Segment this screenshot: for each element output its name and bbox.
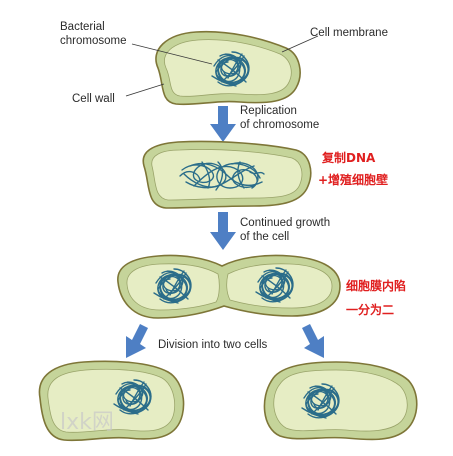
label-of-chromosome: of chromosome <box>240 119 320 131</box>
cell-3-cytoplasm-right <box>226 263 333 309</box>
leader-chromosome <box>131 43 213 65</box>
arrow-division-right <box>302 324 324 358</box>
cell-1-cytoplasm <box>164 39 292 97</box>
arrow-replication <box>210 106 236 142</box>
watermark: lxk网 <box>60 410 114 435</box>
annotation-membrane-invagination: 细胞膜内陷 <box>346 279 407 293</box>
label-of-the-cell: of the cell <box>240 231 290 243</box>
arrow-division-left <box>126 324 148 358</box>
cell-3-cytoplasm-left <box>126 263 220 311</box>
arrow-growth <box>210 212 236 250</box>
label-cell-wall: Cell wall <box>72 93 115 105</box>
daughter-cell-right-cytoplasm <box>273 369 408 432</box>
annotation-split-in-two: 一分为二 <box>346 303 395 317</box>
label-cell-membrane: Cell membrane <box>310 27 388 39</box>
label-division: Division into two cells <box>158 339 268 351</box>
leader-wall <box>125 83 165 97</box>
leader-membrane <box>281 35 319 53</box>
label-chromosome: chromosome <box>60 35 127 47</box>
annotation-cell-wall-growth: +增殖细胞壁 <box>318 173 389 187</box>
label-continued-growth: Continued growth <box>240 217 331 229</box>
annotation-replicate-dna: 复制DNA <box>322 151 376 165</box>
label-replication: Replication <box>240 105 297 117</box>
daughter-cell-left-cytoplasm <box>47 368 176 433</box>
label-bacterial: Bacterial <box>60 21 105 33</box>
